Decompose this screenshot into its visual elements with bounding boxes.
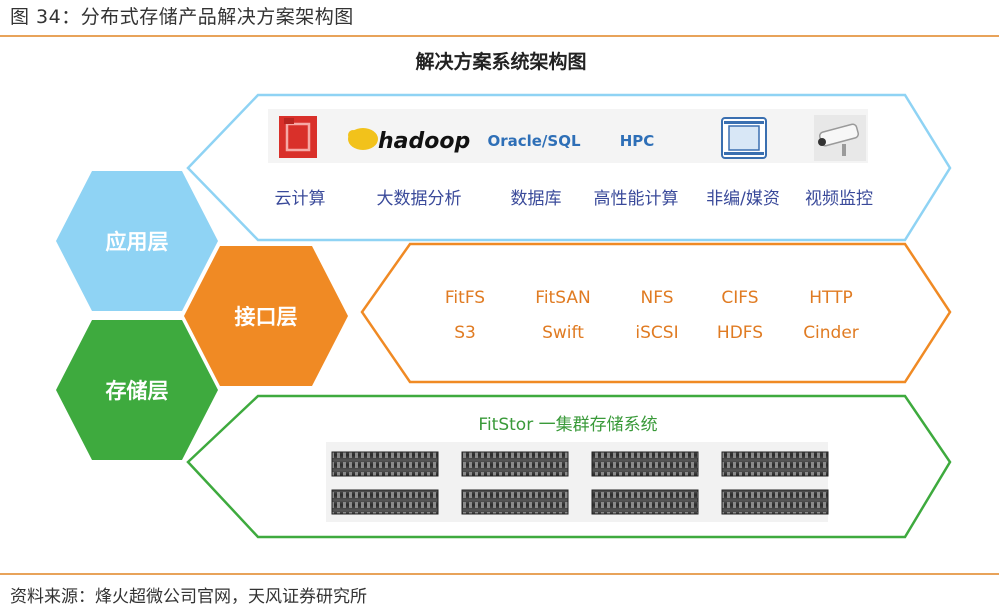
diagram-title: 解决方案系统架构图 xyxy=(415,50,586,73)
protocol-label: Cinder xyxy=(803,323,859,343)
interface-layer-hexagon xyxy=(184,246,348,386)
interface-layer-frame xyxy=(360,242,952,384)
app-label-database: 数据库 xyxy=(511,189,562,209)
film-strip-icon xyxy=(721,117,767,159)
interface-layer-label: 接口层 xyxy=(235,305,298,329)
storage-layer-label: 存储层 xyxy=(106,379,169,403)
storage-system-label: FitStor 一集群存储系统 xyxy=(478,415,657,435)
rack-server-icon xyxy=(331,451,829,515)
protocol-label: S3 xyxy=(454,323,476,343)
cloud-block-icon xyxy=(279,116,317,158)
application-layer-hexagon xyxy=(56,171,218,311)
protocol-label: Swift xyxy=(542,323,584,343)
oracle-sql-logo: Oracle/SQL xyxy=(487,132,581,150)
application-layer-label: 应用层 xyxy=(106,230,169,254)
source-note: 资料来源：烽火超微公司官网，天风证券研究所 xyxy=(10,587,367,607)
app-label-cloud-computing: 云计算 xyxy=(275,189,326,209)
protocol-label: FitFS xyxy=(445,288,485,308)
security-camera-icon xyxy=(814,115,866,161)
protocol-label: HDFS xyxy=(717,323,763,343)
figure-caption: 图 34：分布式存储产品解决方案架构图 xyxy=(10,6,354,28)
app-label-hpc: 高性能计算 xyxy=(594,189,679,209)
protocol-label: FitSAN xyxy=(535,288,590,308)
hpc-logo: HPC xyxy=(620,132,655,150)
protocol-label: NFS xyxy=(641,288,674,308)
hadoop-logo: hadoop xyxy=(348,128,470,154)
protocol-label: HTTP xyxy=(809,288,853,308)
storage-layer-hexagon xyxy=(56,320,218,460)
app-label-big-data: 大数据分析 xyxy=(377,189,462,209)
app-label-media: 非编/媒资 xyxy=(706,189,780,209)
protocol-label: iSCSI xyxy=(635,323,678,343)
bottom-divider xyxy=(0,573,999,575)
app-label-video-surveillance: 视频监控 xyxy=(805,189,873,209)
top-divider xyxy=(0,35,999,37)
protocol-label: CIFS xyxy=(721,288,758,308)
svg-text:hadoop: hadoop xyxy=(378,129,470,154)
